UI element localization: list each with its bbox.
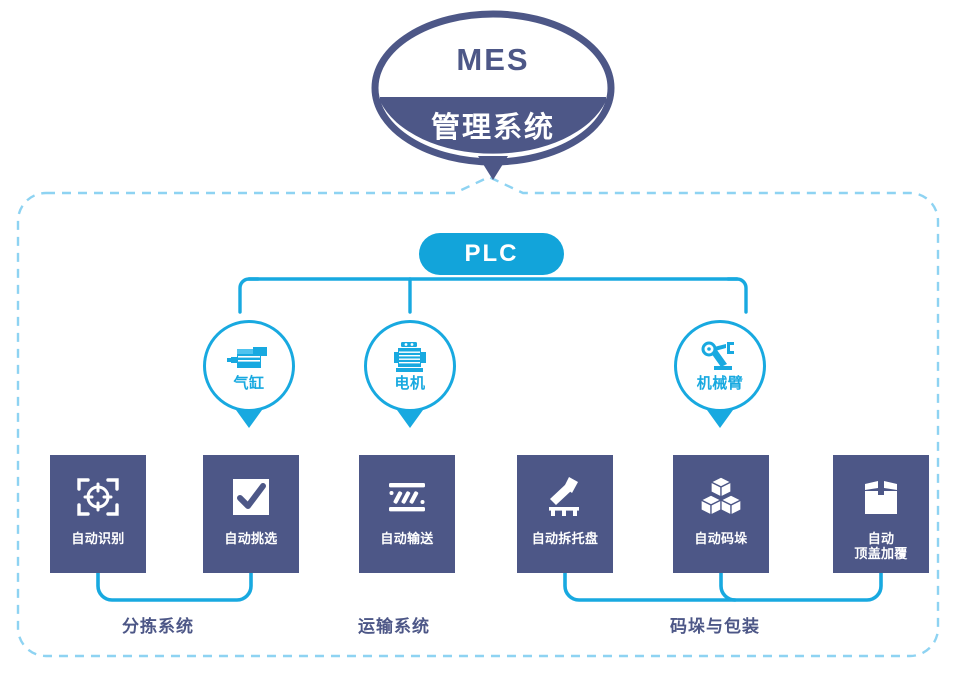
function-box-auto-depalletize[interactable]: 自动拆托盘 (517, 455, 613, 573)
plc-drop-left (238, 277, 260, 314)
device-tail-0 (236, 410, 262, 428)
device-label: 机械臂 (696, 375, 744, 392)
device-label: 气缸 (233, 375, 265, 392)
pneumatic-cylinder-icon (226, 341, 272, 375)
scan-target-icon (72, 471, 124, 523)
device-node-motor[interactable]: 电机 (364, 320, 456, 412)
group-label-transport: 运输系统 (358, 617, 430, 636)
function-box-auto-palletize[interactable]: 自动码垛 (673, 455, 769, 573)
group-bracket-sorting (96, 571, 253, 602)
function-label: 自动拆托盘 (531, 531, 599, 546)
function-label: 自动识别 (71, 531, 125, 546)
device-node-cylinder[interactable]: 气缸 (203, 320, 295, 412)
group-bracket-palletizing (563, 571, 883, 602)
conveyor-belt-icon (381, 471, 433, 523)
mes-node: MES 管理系统 (373, 12, 613, 174)
plc-node[interactable]: PLC (419, 233, 564, 275)
mes-subtitle: 管理系统 (430, 112, 555, 144)
device-tail-1 (397, 410, 423, 428)
plc-label: PLC (464, 240, 519, 267)
function-label: 自动挑选 (224, 531, 278, 546)
mes-title: MES (456, 42, 530, 77)
device-node-robot-arm[interactable]: 机械臂 (674, 320, 766, 412)
function-box-auto-conveying[interactable]: 自动输送 (359, 455, 455, 573)
depalletize-icon (539, 471, 591, 523)
function-label-line1: 自动 (867, 531, 895, 546)
function-label: 自动 顶盖加覆 (854, 531, 907, 562)
device-label: 电机 (394, 375, 426, 392)
function-label-line2: 顶盖加覆 (854, 546, 908, 562)
function-label: 自动码垛 (694, 531, 748, 546)
stacked-boxes-icon (695, 471, 747, 523)
group-bracket-palletizing-middle-drop (719, 571, 737, 602)
device-tail-2 (707, 410, 733, 428)
function-box-auto-lid-cover[interactable]: 自动 顶盖加覆 (833, 455, 929, 573)
group-label-sorting: 分拣系统 (122, 617, 194, 636)
function-label: 自动输送 (380, 531, 434, 546)
group-label-palletizing: 码垛与包装 (670, 617, 760, 636)
function-box-auto-recognition[interactable]: 自动识别 (50, 455, 146, 573)
checkmark-box-icon (225, 471, 277, 523)
robot-arm-icon (697, 341, 743, 375)
electric-motor-icon (387, 341, 433, 375)
plc-drop-right (726, 277, 748, 314)
function-box-auto-pick[interactable]: 自动挑选 (203, 455, 299, 573)
open-carton-icon (855, 471, 907, 523)
